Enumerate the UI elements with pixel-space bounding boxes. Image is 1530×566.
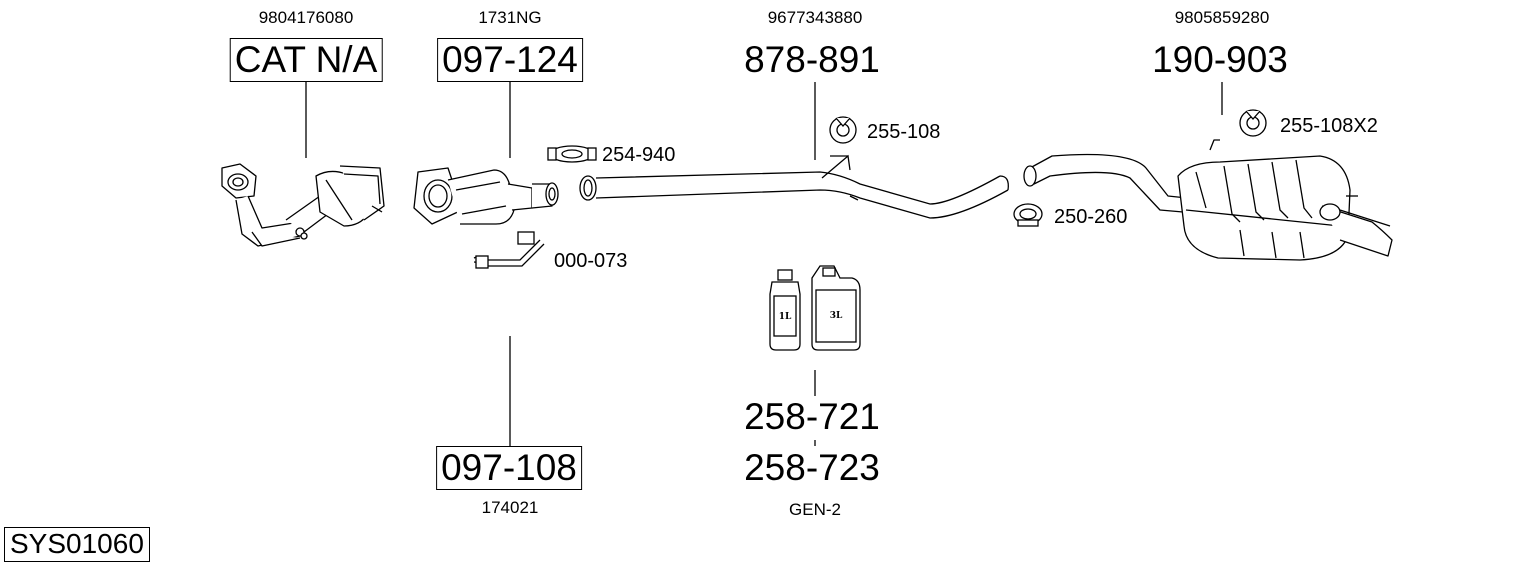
fluid-bottle-3l-drawing: 3L — [811, 265, 861, 351]
rubber-hanger-255-108x2-drawing — [1239, 109, 1267, 137]
system-code: SYS01060 — [4, 527, 150, 562]
catalytic-converter-drawing — [221, 163, 385, 247]
part-258-721: 258-721 — [744, 396, 880, 437]
bottle-label-1l: 1L — [779, 312, 792, 322]
lambda-sensor-drawing — [473, 231, 545, 269]
part-258-723: 258-723 — [744, 447, 880, 488]
part-190-903: 190-903 — [1152, 39, 1288, 80]
oem-number-middle-pipe: 9677343880 — [767, 8, 863, 27]
oem-number-front-cat: 1731NG — [478, 8, 542, 27]
part-255-108: 255-108 — [867, 121, 941, 143]
rubber-hanger-255-108-drawing — [829, 116, 857, 144]
rear-silencer-drawing — [1023, 139, 1393, 261]
clamp-250-260-drawing — [1013, 203, 1043, 227]
part-250-260: 250-260 — [1054, 206, 1128, 228]
front-cat-drawing — [413, 167, 559, 225]
clamp-254-940-drawing — [547, 145, 597, 163]
part-097-124: 097-124 — [437, 38, 583, 82]
part-097-108: 097-108 — [436, 446, 582, 490]
oem-number-rear-silencer: 9805859280 — [1174, 8, 1270, 27]
oem-number-cat: 9804176080 — [258, 8, 354, 27]
part-cat-na: CAT N/A — [229, 38, 383, 82]
part-255-108x2: 255-108X2 — [1280, 115, 1378, 137]
oem-number-bottom-cat: 174021 — [481, 498, 539, 517]
part-000-073: 000-073 — [554, 250, 628, 272]
fluid-bottle-1l-drawing: 1L — [769, 269, 801, 351]
bottle-label-3l: 3L — [830, 311, 843, 321]
middle-pipe-drawing — [579, 154, 1009, 219]
oem-number-fluid: GEN-2 — [789, 500, 841, 519]
part-254-940: 254-940 — [602, 144, 676, 166]
part-878-891: 878-891 — [744, 39, 880, 80]
